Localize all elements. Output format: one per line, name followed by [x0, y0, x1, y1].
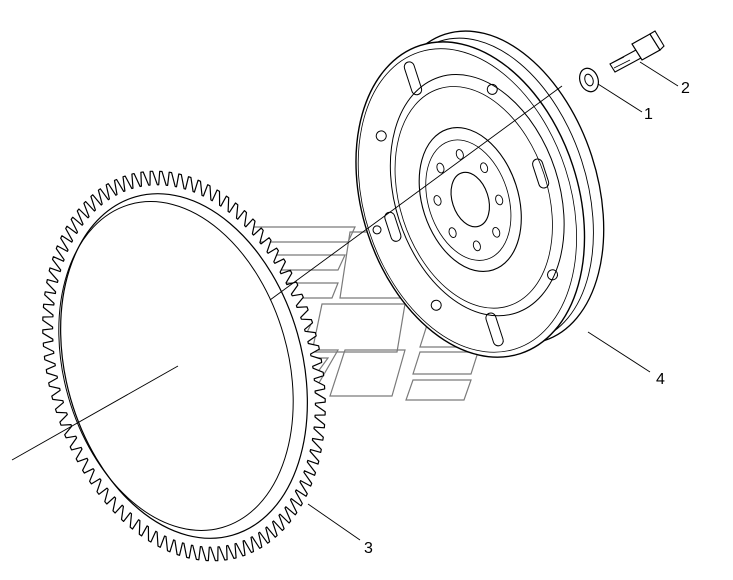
flywheel-step — [389, 74, 565, 317]
ring-gear-inner-edge — [60, 193, 308, 539]
bolt — [609, 30, 665, 73]
bolt-hole — [448, 227, 457, 238]
flywheel — [355, 30, 605, 358]
leader-line-3 — [307, 503, 361, 541]
ring-gear — [42, 170, 326, 562]
washer — [578, 67, 600, 93]
callout-2: 2 — [681, 80, 690, 97]
leader-line-1 — [597, 83, 643, 113]
flywheel-hub-inner — [425, 139, 512, 261]
bolt-hole — [472, 240, 481, 252]
leader-line-4 — [587, 331, 651, 373]
flywheel-face-edge — [357, 48, 577, 353]
flywheel-center-bore — [450, 171, 490, 228]
ring-gear-teeth — [42, 170, 326, 562]
bolt-hole — [492, 226, 501, 238]
callout-1: 1 — [644, 106, 653, 123]
clutch-slots — [372, 61, 559, 347]
leader-line-2 — [639, 61, 679, 87]
bolt-hole — [436, 162, 445, 174]
bolt-hole — [480, 162, 489, 174]
flywheel-hub-ring — [418, 127, 522, 273]
axis-line-flywheel — [269, 85, 563, 301]
axis-line-gear — [11, 365, 179, 461]
flywheel-step-inner — [394, 86, 553, 309]
bolt-hole — [495, 194, 504, 206]
callout-4: 4 — [656, 371, 665, 388]
callout-3: 3 — [364, 540, 373, 557]
bolt-hole — [433, 195, 442, 206]
leader-lines — [11, 61, 679, 541]
flywheel-face — [355, 41, 586, 358]
ring-gear-bore — [58, 201, 294, 531]
crankshaft-bolt-holes — [433, 149, 504, 252]
